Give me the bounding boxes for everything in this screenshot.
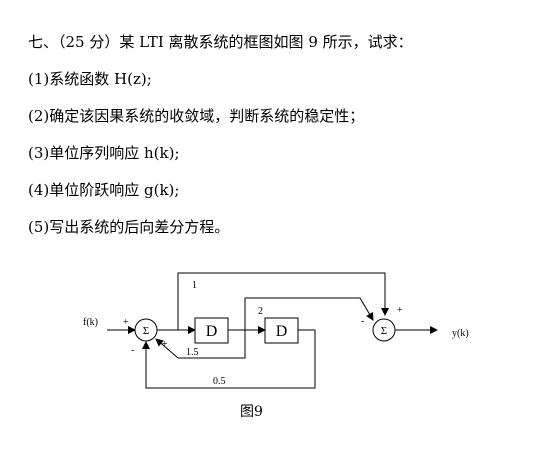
question-item-2: (2)确定该因果系统的收敛域，判断系统的稳定性；: [28, 107, 365, 125]
adder-1-symbol: Σ: [143, 325, 149, 337]
output-label: y(k): [452, 328, 469, 339]
figure-caption: 图9: [240, 404, 263, 420]
delay-2-label: D: [276, 323, 288, 340]
adder-2: Σ: [372, 318, 396, 342]
top-path-wire: [177, 272, 389, 330]
sign-adder1-outer-feedback: -: [131, 345, 134, 356]
delay-block-2: D: [264, 317, 299, 344]
delay-block-1: D: [194, 317, 229, 344]
gain-inner-feedback-label: 1.5: [186, 347, 199, 358]
question-title: 七、（25 分）某 LTI 离散系统的框图如图 9 所示，试求：: [28, 33, 413, 51]
sign-adder1-input: +: [123, 317, 129, 328]
sign-adder2-middle: -: [361, 316, 364, 327]
inner-feedback-wire: [155, 330, 246, 359]
middle-path-wire: [244, 297, 374, 330]
question-item-3: (3)单位序列响应 h(k);: [28, 144, 180, 162]
input-label: f(k): [83, 317, 98, 328]
question-item-1: (1)系统函数 H(z);: [28, 70, 152, 88]
gain-middle-label: 2: [258, 306, 263, 317]
adder-2-symbol: Σ: [381, 325, 387, 337]
gain-outer-feedback-label: 0.5: [213, 376, 226, 387]
adder-1: Σ: [134, 318, 158, 342]
delay-1-label: D: [206, 323, 218, 340]
gain-top-label: 1: [192, 280, 197, 291]
sign-adder2-top: +: [397, 305, 403, 316]
question-item-4: (4)单位阶跃响应 g(k);: [28, 181, 180, 199]
sign-adder1-inner-feedback: +: [162, 339, 168, 350]
question-item-5: (5)写出系统的后向差分方程。: [28, 218, 230, 236]
outer-feedback-wire: [142, 329, 316, 389]
